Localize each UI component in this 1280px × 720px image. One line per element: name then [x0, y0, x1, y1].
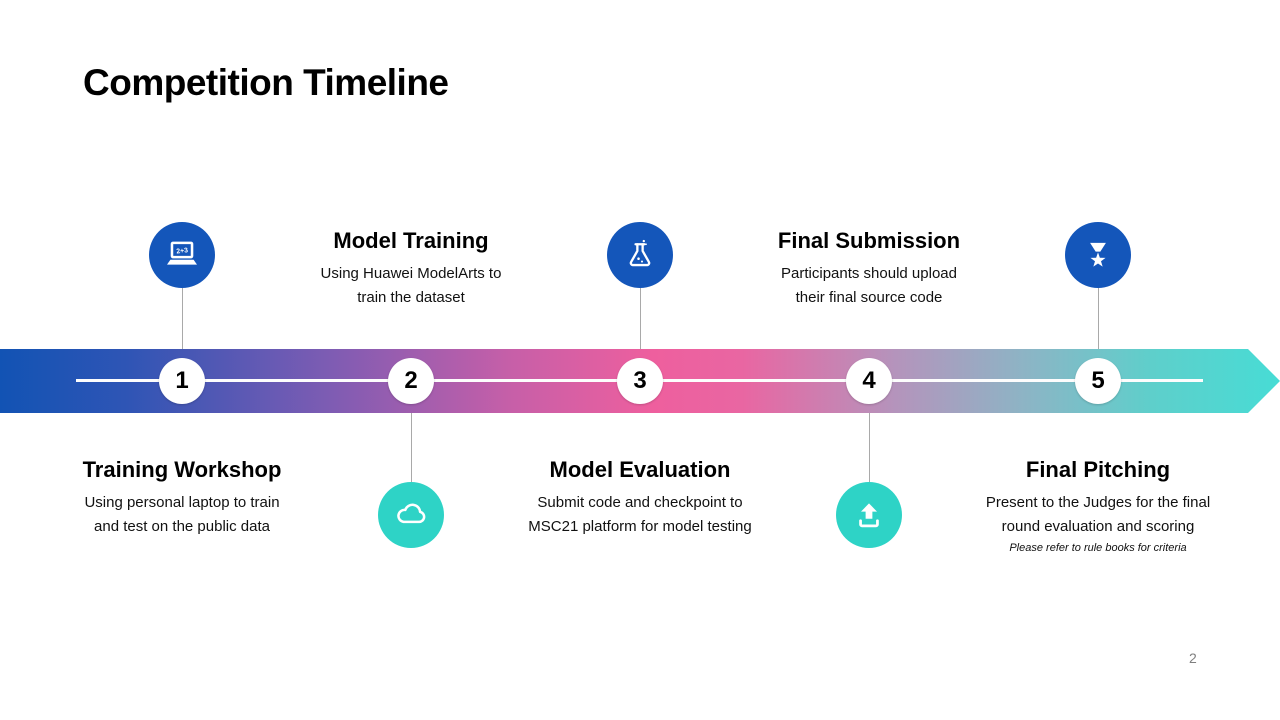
medal-star-icon [1090, 242, 1106, 267]
milestone-circle-4: 4 [846, 358, 892, 404]
step4-desc-line1: Participants should upload [781, 265, 957, 282]
step3-desc-line2: MSC21 platform for model testing [528, 517, 752, 535]
step1-text-block: Training Workshop Using personal laptop … [32, 456, 332, 538]
milestone-number: 5 [1091, 367, 1105, 394]
step5-text-block: Final Pitching Present to the Judges for… [948, 456, 1248, 557]
step2-desc-line1: Using Huawei ModelArts to [320, 265, 502, 282]
connector-step3 [640, 286, 641, 350]
step1-title: Training Workshop [82, 457, 282, 482]
step5-desc-line1: Present to the Judges for the final [985, 494, 1211, 511]
step4-title: Final Submission [777, 228, 961, 253]
milestone-circle-1: 1 [159, 358, 205, 404]
upload-icon [859, 503, 879, 528]
step5-desc-line2: round evaluation and scoring [1001, 517, 1195, 535]
milestone-number: 2 [404, 367, 418, 394]
laptop-calculation-icon: 2+3 [167, 241, 197, 265]
step1-desc-line1: Using personal laptop to train [84, 494, 280, 511]
milestone-circle-3: 3 [617, 358, 663, 404]
step3-title: Model Evaluation [549, 457, 731, 482]
step5-title: Final Pitching [1025, 457, 1171, 482]
step2-desc-line2: train the dataset [357, 288, 465, 306]
step1-icon-circle: 2+3 [149, 222, 215, 288]
step1-desc-line2: and test on the public data [94, 517, 270, 535]
connector-step1 [182, 286, 183, 350]
milestone-number: 3 [633, 367, 647, 394]
milestone-circle-5: 5 [1075, 358, 1121, 404]
connector-step5 [1098, 286, 1099, 350]
step5-icon-circle [1065, 222, 1131, 288]
step4-icon-circle [836, 482, 902, 548]
step5-note: Please refer to rule books for criteria [1009, 542, 1187, 554]
step4-text-block: Final Submission Participants should upl… [719, 227, 1019, 309]
step4-desc-line2: their final source code [795, 288, 943, 306]
step2-icon-circle [378, 482, 444, 548]
milestone-number: 1 [175, 367, 189, 394]
flask-icon [629, 239, 651, 267]
connector-step2 [411, 412, 412, 482]
svg-text:2+3: 2+3 [176, 247, 189, 255]
page-title: Competition Timeline [83, 62, 449, 103]
milestone-number: 4 [862, 367, 876, 394]
milestone-circle-2: 2 [388, 358, 434, 404]
step3-desc-line1: Submit code and checkpoint to [537, 494, 743, 511]
step3-icon-circle [607, 222, 673, 288]
step3-text-block: Model Evaluation Submit code and checkpo… [490, 456, 790, 538]
cloud-icon [397, 503, 426, 524]
page-number: 2 [1189, 650, 1197, 666]
step2-text-block: Model Training Using Huawei ModelArts to… [261, 227, 561, 309]
connector-step4 [869, 412, 870, 482]
step2-title: Model Training [333, 228, 489, 253]
